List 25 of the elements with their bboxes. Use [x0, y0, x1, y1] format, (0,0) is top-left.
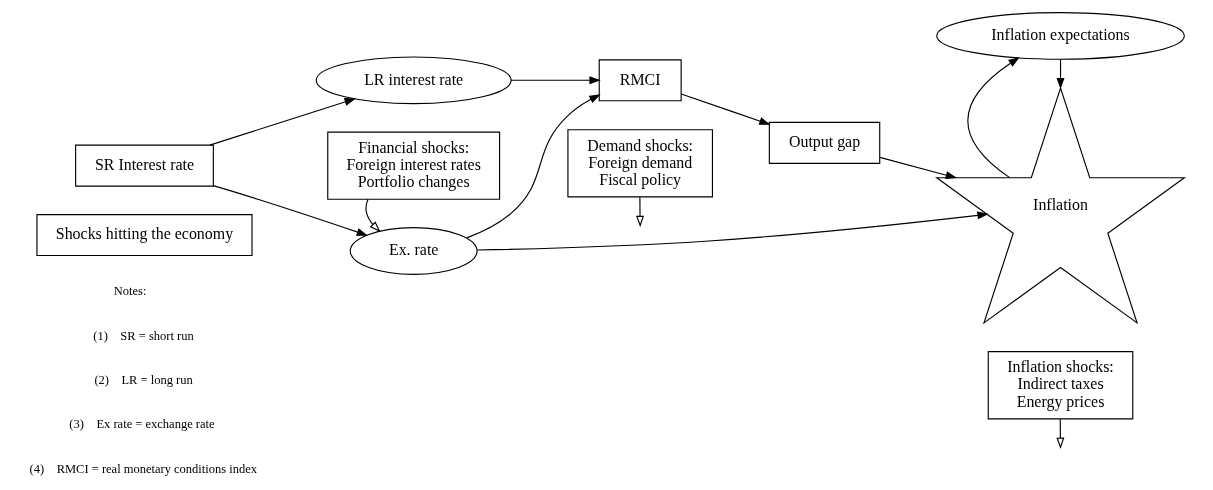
arrow [212, 185, 368, 236]
label: (2) LR = long run [93, 372, 193, 387]
label: Notes: [113, 284, 146, 299]
arrow [878, 156, 957, 179]
arrow [966, 57, 1020, 179]
arrow [364, 198, 381, 233]
node-box: Shocks hitting the economy [35, 214, 253, 257]
label: (1) SR = short run [92, 328, 194, 343]
label: (4) RMCI = real monetary conditions index [29, 461, 257, 476]
label: (3) Ex rate = exchange rate [68, 417, 215, 432]
arrow [208, 98, 356, 146]
arrow [680, 93, 771, 125]
arrow [1056, 58, 1064, 90]
node-box: Inflation shocks: Indirect taxes Energy prices [987, 351, 1133, 420]
arrow [476, 211, 989, 251]
arrow [510, 76, 601, 85]
node-box: RMCI [598, 59, 682, 102]
node-box: Demand shocks: Foreign demand Fiscal policy [566, 129, 713, 198]
node-ellipse: Inflation expectations [935, 12, 1185, 60]
arrow [465, 94, 601, 239]
node-box: Output gap [768, 121, 880, 164]
node-box: SR Interest rate [74, 144, 214, 187]
arrow [1055, 418, 1064, 450]
node-box: Financial shocks: Foreign interest rates Portfolio changes [326, 131, 500, 200]
arrow [635, 196, 644, 228]
